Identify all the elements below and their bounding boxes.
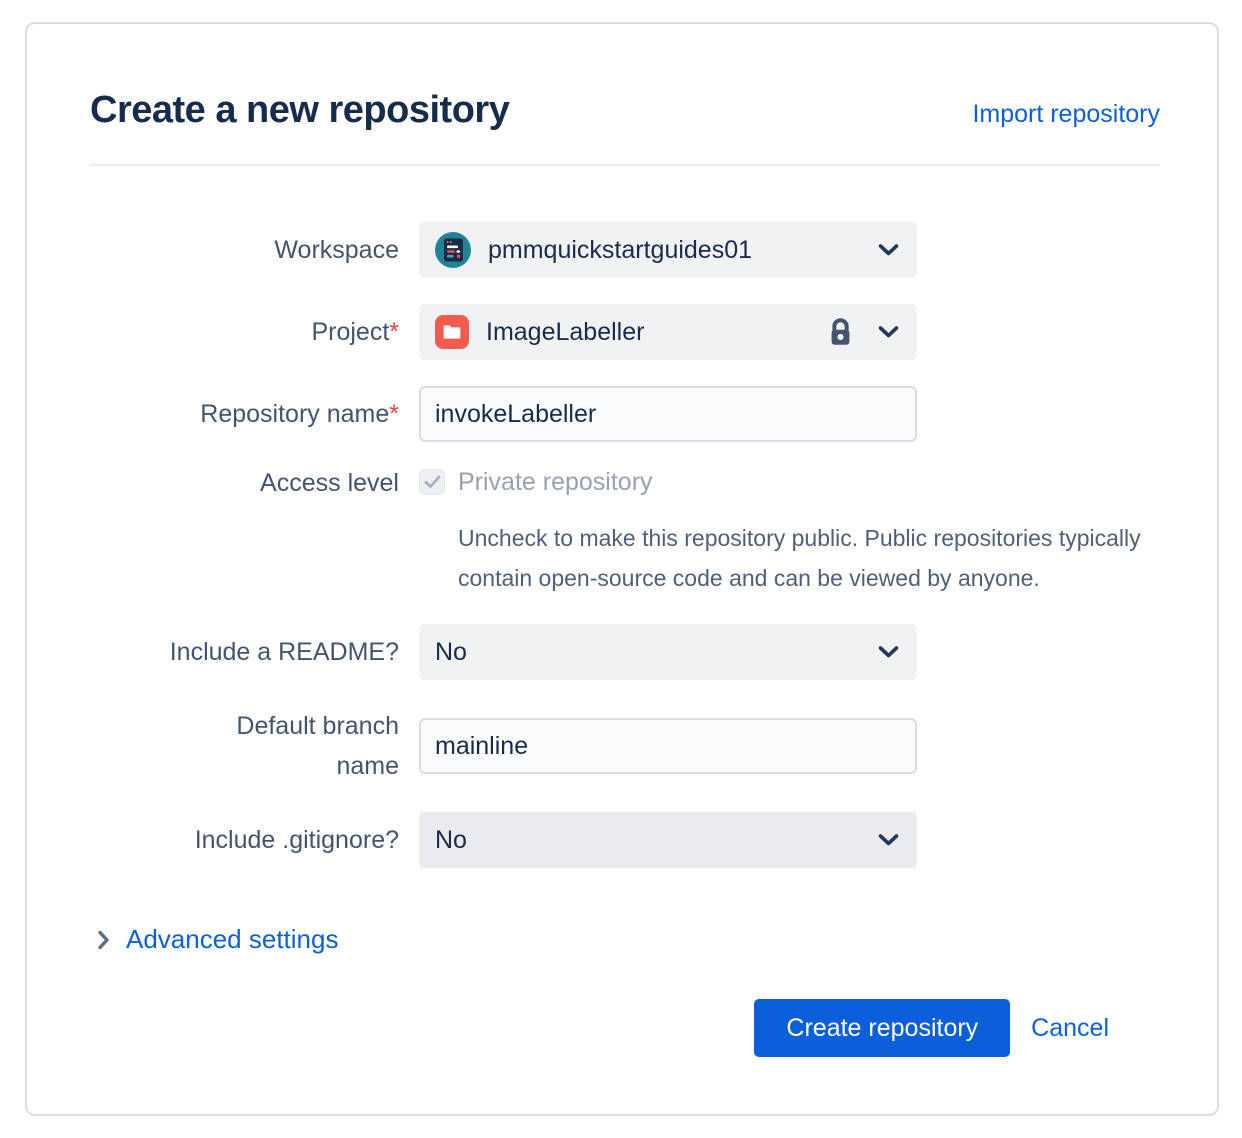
create-repository-form: Workspace <box>90 222 1160 868</box>
advanced-settings-label: Advanced settings <box>126 924 339 954</box>
workspace-select[interactable]: pmmquickstartguides01 <box>419 222 917 278</box>
chevron-down-icon <box>878 645 899 659</box>
advanced-settings-toggle[interactable]: Advanced settings <box>90 924 338 955</box>
gitignore-label: Include .gitignore? <box>194 826 399 854</box>
workspace-value: pmmquickstartguides01 <box>488 235 753 264</box>
dialog-actions: Create repository Cancel <box>90 999 1160 1057</box>
repository-name-input[interactable] <box>419 386 917 442</box>
gitignore-value: No <box>435 825 467 854</box>
project-row: Project* ImageLabeller <box>90 304 1160 360</box>
workspace-row: Workspace <box>90 222 1160 278</box>
required-asterisk: * <box>389 318 399 346</box>
default-branch-row: Default branch name <box>90 706 1160 786</box>
gitignore-row: Include .gitignore? No <box>90 812 1160 868</box>
project-label: Project* <box>311 318 399 346</box>
chevron-right-icon <box>97 930 110 950</box>
header-divider <box>90 164 1160 166</box>
workspace-label: Workspace <box>274 236 399 264</box>
workspace-avatar-icon <box>435 232 471 268</box>
project-folder-icon <box>435 315 469 349</box>
dialog-header: Create a new repository Import repositor… <box>90 88 1160 132</box>
chevron-down-icon <box>878 325 899 339</box>
repository-name-row: Repository name* <box>90 386 1160 442</box>
access-level-row: Access level Private repository Uncheck … <box>90 468 1160 598</box>
page-title: Create a new repository <box>90 89 510 131</box>
repository-name-label: Repository name* <box>200 400 399 428</box>
project-value: ImageLabeller <box>486 317 645 346</box>
chevron-down-icon <box>878 243 899 257</box>
chevron-down-icon <box>878 833 899 847</box>
default-branch-label: Default branch name <box>236 712 399 780</box>
create-repository-button[interactable]: Create repository <box>754 999 1011 1057</box>
readme-row: Include a README? No <box>90 624 1160 680</box>
access-level-label: Access level <box>260 469 399 497</box>
gitignore-select[interactable]: No <box>419 812 917 868</box>
lock-icon <box>827 317 854 347</box>
default-branch-input[interactable] <box>419 718 917 774</box>
private-repository-option: Private repository <box>419 468 1129 496</box>
access-level-field: Private repository Uncheck to make this … <box>419 468 1141 598</box>
cancel-button[interactable]: Cancel <box>1031 1013 1109 1042</box>
private-repository-checkbox[interactable] <box>419 469 445 495</box>
import-repository-link[interactable]: Import repository <box>972 100 1160 128</box>
project-select[interactable]: ImageLabeller <box>419 304 917 360</box>
readme-select[interactable]: No <box>419 624 917 680</box>
readme-label: Include a README? <box>169 638 399 666</box>
required-asterisk: * <box>389 400 399 428</box>
access-level-help-text: Uncheck to make this repository public. … <box>458 525 1141 591</box>
readme-value: No <box>435 637 467 666</box>
private-repository-label: Private repository <box>458 467 653 496</box>
create-repository-dialog: Create a new repository Import repositor… <box>25 22 1219 1116</box>
